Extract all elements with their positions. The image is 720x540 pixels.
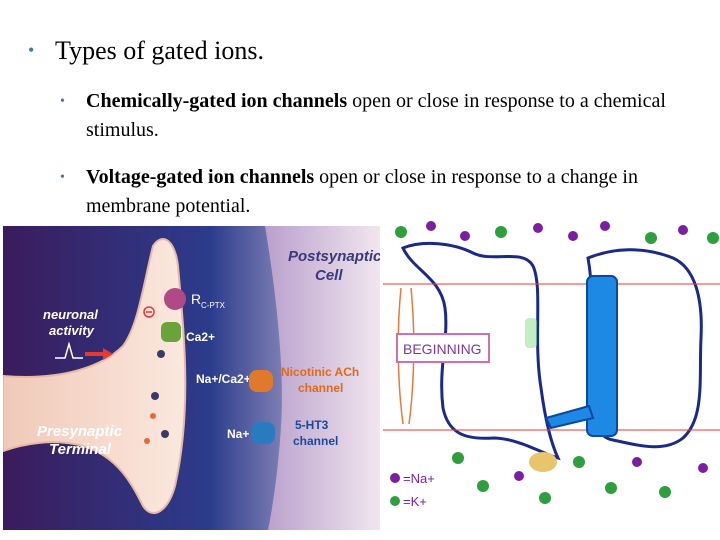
activity-arrowhead-icon	[103, 348, 113, 360]
inhibit-icon	[143, 306, 155, 318]
k-ion	[573, 456, 585, 468]
desc-chemical: open or close in response to a chemical …	[86, 90, 666, 141]
voltage-gated-channel-diagram: BEGINNING =Na+ =K+	[383, 218, 720, 518]
postsynaptic-cell	[265, 226, 380, 530]
voltage-gated-channel	[586, 275, 618, 437]
channel-gate	[544, 404, 595, 430]
k-ion	[707, 232, 719, 244]
neurotransmitter-blob	[529, 452, 557, 472]
toxin-subscript: C-PTX	[201, 301, 226, 310]
na-ion	[514, 471, 524, 481]
term-chemical: Chemically-gated ion channels	[86, 90, 348, 112]
na-ion	[426, 221, 436, 231]
vesicle	[161, 430, 169, 438]
legend-na-icon	[390, 473, 400, 483]
na-ion	[698, 463, 708, 473]
toxin-label: R	[191, 291, 201, 307]
main-bullet-text: Types of gated ions.	[55, 36, 265, 65]
k-channel-marker	[525, 318, 537, 348]
k-ion	[645, 232, 657, 244]
cell-label: Cell	[315, 267, 343, 284]
na-label: Na+	[227, 427, 249, 441]
legend-k-icon	[390, 496, 400, 506]
presynaptic-terminal	[3, 238, 187, 514]
presynaptic-label: Presynaptic	[37, 423, 123, 440]
vesicle	[150, 413, 156, 419]
terminal-label: Terminal	[49, 441, 112, 458]
state-box	[396, 333, 490, 363]
na-ion	[460, 231, 470, 241]
naca-label: Na+/Ca2+	[196, 372, 251, 386]
postsynaptic-label: Postsynaptic	[288, 248, 380, 265]
vesicle	[144, 438, 150, 444]
ach-label: Nicotinic ACh	[281, 365, 359, 379]
ht3-label: 5-HT3	[295, 418, 329, 432]
legend-na-label: =Na+	[403, 471, 435, 486]
ach-channel	[249, 370, 273, 392]
legend-k-label: =K+	[403, 494, 427, 509]
k-ion	[395, 226, 407, 238]
k-ion	[495, 226, 507, 238]
k-ion	[539, 492, 551, 504]
ca-label: Ca2+	[186, 330, 215, 344]
k-ion	[452, 452, 464, 464]
state-label: BEGINNING	[403, 341, 482, 357]
synapse-diagram: Postsynaptic Cell neuronal activity Pres…	[3, 226, 380, 530]
spike-trace	[55, 341, 83, 359]
cell-membrane-left	[400, 242, 561, 461]
na-ion	[600, 221, 610, 231]
term-voltage: Voltage-gated ion channels	[86, 166, 315, 188]
na-ion	[568, 231, 578, 241]
na-ion	[678, 225, 688, 235]
sub-bullet-chemical: Chemically-gated ion channels open or cl…	[86, 87, 706, 145]
desc-voltage: open or close in response to a change in…	[86, 166, 638, 217]
k-ion	[477, 480, 489, 492]
bullet-marker: •	[28, 40, 35, 60]
na-ion	[632, 457, 642, 467]
sub-bullet-voltage: Voltage-gated ion channels open or close…	[86, 163, 706, 221]
bullet-marker: •	[60, 94, 65, 109]
ht3-channel-label: channel	[293, 434, 338, 448]
toxin-ball	[164, 288, 186, 310]
neuronal-label: neuronal	[43, 307, 98, 322]
ht3-channel	[251, 422, 275, 444]
k-ion	[659, 486, 671, 498]
ach-channel-label: channel	[298, 381, 343, 395]
ca-channel	[161, 322, 181, 342]
na-ion	[533, 223, 543, 233]
vesicle	[151, 392, 159, 400]
k-ion	[605, 482, 617, 494]
activity-label: activity	[49, 323, 95, 338]
bullet-marker: •	[60, 170, 65, 185]
vesicle	[157, 350, 165, 358]
